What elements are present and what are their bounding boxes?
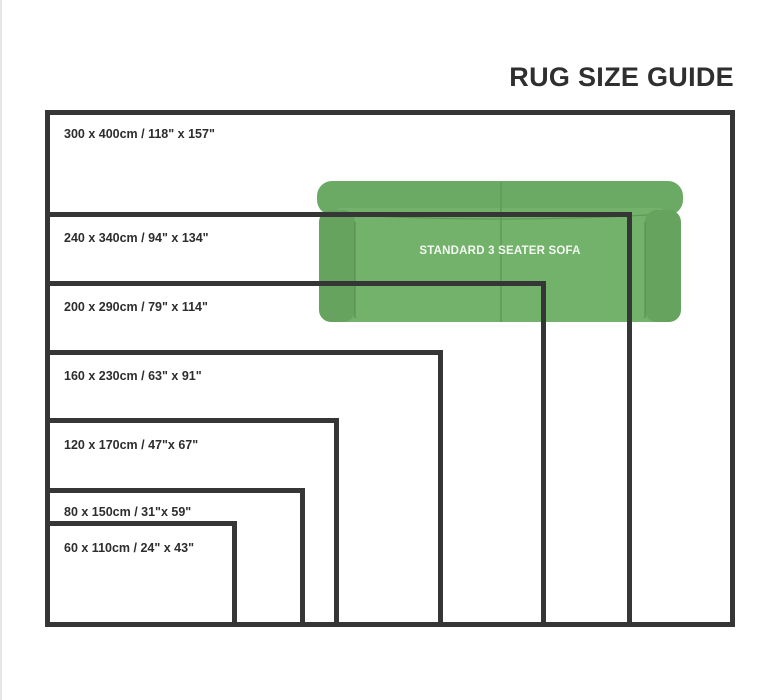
left-edge-line: [0, 0, 2, 700]
rug-size-label: 240 x 340cm / 94" x 134": [64, 231, 209, 245]
rug-size-label: 120 x 170cm / 47"x 67": [64, 438, 199, 452]
rug-outline-60x110: 60 x 110cm / 24" x 43": [45, 521, 237, 627]
rug-size-label: 300 x 400cm / 118" x 157": [64, 127, 215, 141]
rug-size-label: 80 x 150cm / 31"x 59": [64, 505, 192, 519]
rug-size-label: 200 x 290cm / 79" x 114": [64, 300, 208, 314]
rug-size-label: 160 x 230cm / 63" x 91": [64, 369, 202, 383]
page-title: RUG SIZE GUIDE: [509, 62, 734, 92]
rug-size-label: 60 x 110cm / 24" x 43": [64, 541, 195, 555]
